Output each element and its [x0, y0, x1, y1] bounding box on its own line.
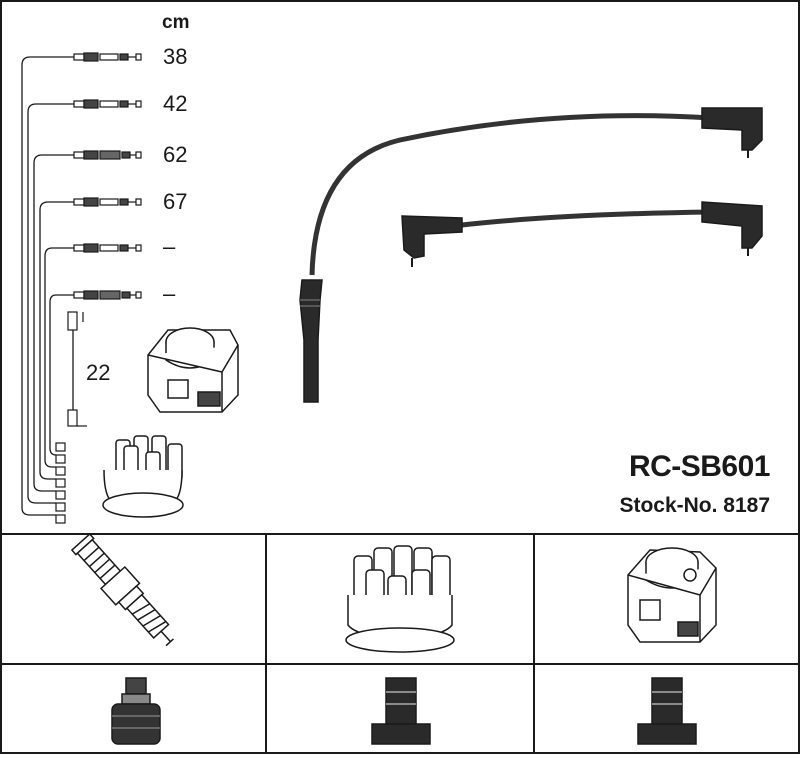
terminal-5 [73, 243, 142, 253]
stock-number: Stock-No. 8187 [619, 494, 770, 517]
distributor-cap-illustration [345, 545, 455, 653]
lead-terminals [55, 52, 142, 524]
lead-length-1: 38 [163, 44, 188, 69]
terminal-3 [73, 150, 142, 160]
coil-lead-length: 22 [86, 360, 111, 385]
terminal-4 [73, 197, 142, 207]
ignition-coil-illustration [627, 547, 717, 643]
ignition-cables-illustration [299, 107, 763, 403]
unit-label: cm [162, 12, 190, 33]
lead-wiring-schematic [21, 56, 74, 516]
lead-length-4: 67 [163, 189, 188, 214]
coil-lead-top-terminal [67, 311, 78, 331]
terminal-6 [73, 290, 142, 300]
coil-lead-bottom-terminal [67, 409, 78, 427]
lead-length-2: 42 [163, 91, 188, 116]
lead-length-6: – [163, 281, 176, 306]
boot-type-cap-end-illustration [371, 677, 431, 745]
distributor-cap-small-illustration [102, 435, 184, 518]
ignition-coil-small-illustration [147, 327, 239, 413]
spark-plug-illustration [70, 532, 174, 647]
terminal-2 [73, 99, 142, 109]
lead-length-5: – [163, 234, 176, 259]
boot-type-straight-illustration [111, 677, 161, 745]
lead-length-3: 62 [163, 142, 188, 167]
terminal-1 [73, 52, 142, 62]
part-code: RC-SB601 [628, 450, 771, 483]
boot-type-coil-end-illustration [637, 677, 697, 745]
